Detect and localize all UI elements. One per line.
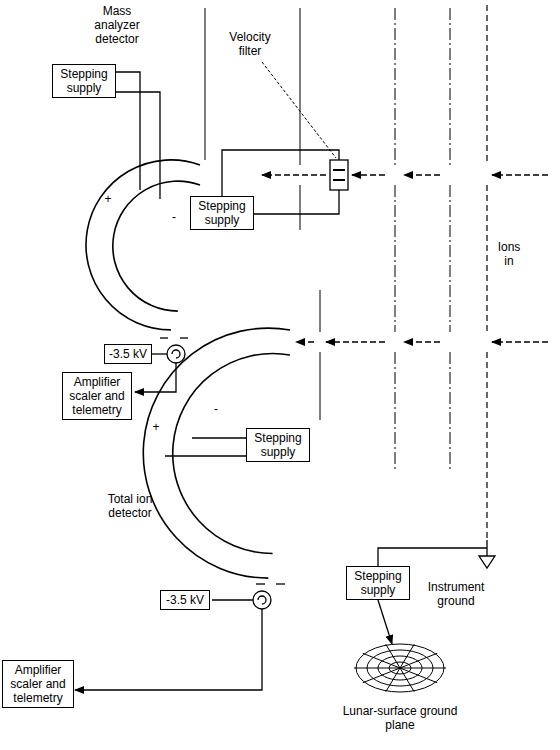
box-text: Stepping supply	[56, 67, 112, 95]
label-text: Instrument ground	[414, 580, 498, 608]
box-text: Amplifier scaler and telemetry	[66, 375, 128, 417]
amplifier-box: Amplifier scaler and telemetry	[2, 660, 74, 708]
box-text: Amplifier scaler and telemetry	[6, 663, 70, 705]
box-text: Stepping supply	[250, 431, 306, 459]
box-text: -3.5 kV	[164, 593, 206, 607]
supply-box: Stepping supply	[346, 566, 410, 600]
label-text: +	[102, 192, 114, 206]
label-text: Lunar-surface ground plane	[342, 704, 458, 732]
web-spoke	[386, 668, 400, 692]
web-spoke	[400, 668, 446, 669]
box-text: Stepping supply	[350, 569, 406, 597]
web-spoke	[363, 653, 400, 668]
label-text: Ions in	[492, 240, 526, 268]
label-text: -	[210, 402, 222, 416]
web-spoke	[400, 668, 437, 683]
voltage-box: -3.5 kV	[104, 344, 152, 364]
web-spoke	[363, 668, 400, 683]
voltage-box: -3.5 kV	[160, 590, 210, 610]
web-spoke	[400, 668, 414, 692]
label-text: Mass analyzer detector	[86, 4, 148, 46]
label-text: -	[168, 210, 180, 224]
supply-box: Stepping supply	[246, 428, 310, 462]
box-text: -3.5 kV	[108, 347, 148, 361]
web-spoke	[400, 644, 414, 668]
label-text: Total ion detector	[100, 492, 160, 520]
amplifier-box: Amplifier scaler and telemetry	[62, 372, 132, 420]
web-spoke	[354, 668, 400, 669]
label-text: Velocity filter	[222, 30, 278, 58]
box-text: Stepping supply	[194, 199, 250, 227]
supply-box: Stepping supply	[52, 64, 116, 98]
label-text: +	[150, 420, 162, 434]
web-spoke	[386, 644, 400, 668]
supply-box: Stepping supply	[190, 196, 254, 230]
web-spoke	[400, 653, 437, 668]
